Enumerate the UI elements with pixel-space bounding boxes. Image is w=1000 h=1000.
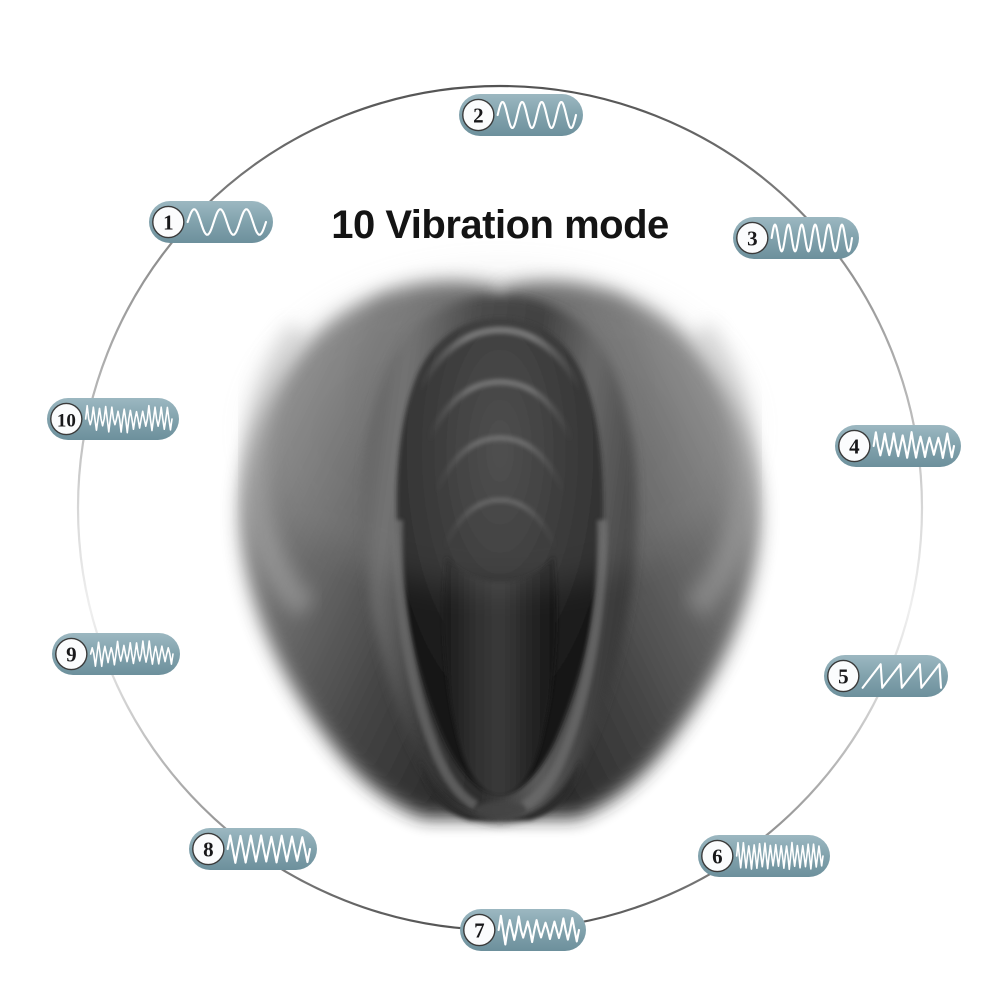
mode-number-circle <box>701 839 734 873</box>
mode-number-label: 10 <box>57 411 76 432</box>
mode-number-circle <box>736 221 769 255</box>
mode-number-circle <box>838 429 871 463</box>
mode-number-label: 7 <box>474 919 485 943</box>
mode-number-circle <box>462 98 495 132</box>
power-button-nub <box>474 802 526 818</box>
waveform-icon <box>84 404 173 434</box>
waveform-icon <box>735 841 824 871</box>
vibration-mode-3[interactable]: 3 <box>733 217 859 259</box>
mode-number-label: 2 <box>473 104 484 128</box>
mode-number-circle <box>192 832 225 866</box>
mode-number-label: 3 <box>747 227 758 251</box>
mode-number-circle <box>152 205 185 239</box>
waveform-icon <box>497 914 581 946</box>
waveform-icon <box>226 834 312 864</box>
waveform-icon <box>770 223 854 253</box>
vibration-mode-6[interactable]: 6 <box>698 835 830 877</box>
vibration-mode-10[interactable]: 10 <box>47 398 179 440</box>
vibration-mode-4[interactable]: 4 <box>835 425 961 467</box>
mode-number-label: 9 <box>66 643 77 667</box>
waveform-icon <box>186 208 268 236</box>
waveform-icon <box>861 663 943 689</box>
mode-number-circle <box>827 659 860 693</box>
vibration-mode-7[interactable]: 7 <box>460 909 586 951</box>
mode-number-label: 1 <box>163 211 174 235</box>
mode-number-circle <box>463 913 496 947</box>
product-body <box>239 270 761 822</box>
mode-number-circle <box>55 637 88 671</box>
waveform-icon <box>872 431 956 460</box>
vibration-mode-2[interactable]: 2 <box>459 94 583 136</box>
mode-number-label: 5 <box>838 665 849 689</box>
vibration-mode-8[interactable]: 8 <box>189 828 317 870</box>
vibration-mode-5[interactable]: 5 <box>824 655 948 697</box>
mode-number-label: 6 <box>712 845 723 869</box>
vibration-mode-9[interactable]: 9 <box>52 633 180 675</box>
waveform-icon <box>496 100 578 130</box>
mode-number-label: 8 <box>203 838 214 862</box>
mode-number-label: 4 <box>849 435 860 459</box>
mode-number-circle <box>50 402 83 436</box>
waveform-icon <box>89 640 174 668</box>
vibration-mode-1[interactable]: 1 <box>149 201 273 243</box>
